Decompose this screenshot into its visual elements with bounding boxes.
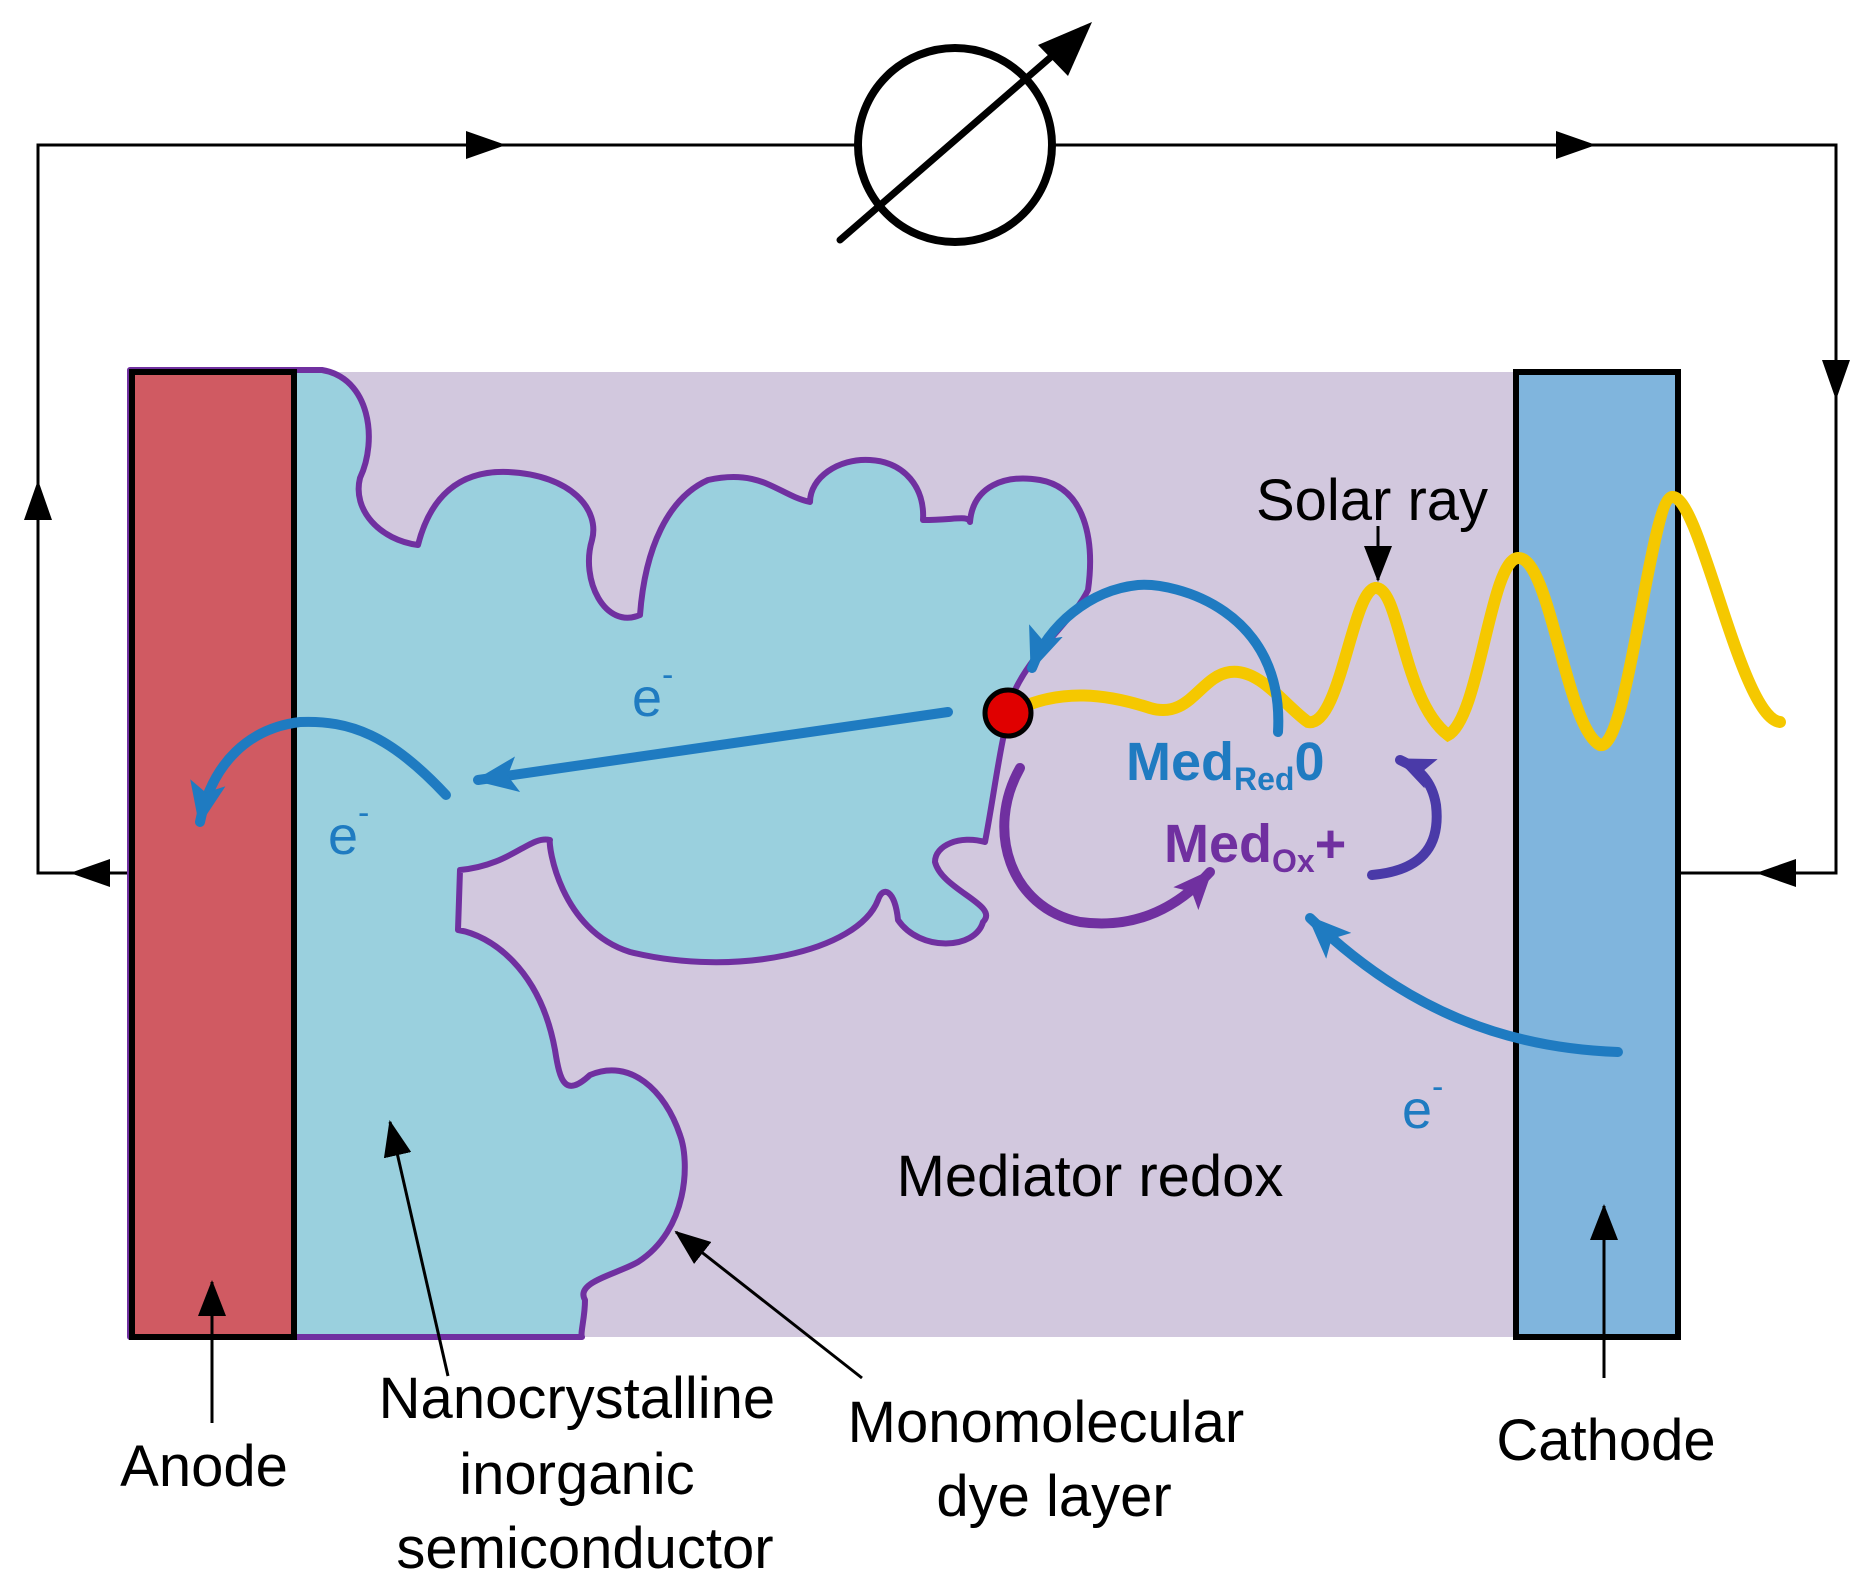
meter-icon [836, 22, 1092, 246]
cathode-label: Cathode [1496, 1408, 1715, 1473]
semiconductor-region [127, 367, 1093, 1340]
label-pointers [198, 526, 1618, 1423]
semiconductor-label: Nanocrystalline inorganic semiconductor [379, 1366, 792, 1574]
electron-label-anode: e- [328, 794, 369, 866]
dye-molecule [982, 687, 1034, 739]
mediator-oxidized-label: MedOx+ [1164, 814, 1346, 879]
dye-regeneration-arrow [999, 763, 1215, 929]
mediator-reduced-label: MedRed0 [1126, 732, 1325, 797]
mediator-cycle-arrow [1367, 755, 1442, 880]
anode-electrode [129, 369, 297, 1340]
solar-ray-label: Solar ray [1256, 468, 1488, 533]
electron-label-semiconductor: e- [632, 656, 673, 728]
current-direction-arrows [24, 131, 1850, 887]
cathode-electrode [1513, 369, 1681, 1340]
anode-label: Anode [120, 1434, 288, 1499]
mediator-redox-label: Mediator redox [897, 1144, 1284, 1209]
electron-flow-arrows [190, 579, 1623, 1057]
dye-layer-label: Monomolecular dye layer [848, 1390, 1261, 1529]
solar-ray-wave [1004, 491, 1786, 751]
electron-label-cathode: e- [1402, 1068, 1443, 1140]
